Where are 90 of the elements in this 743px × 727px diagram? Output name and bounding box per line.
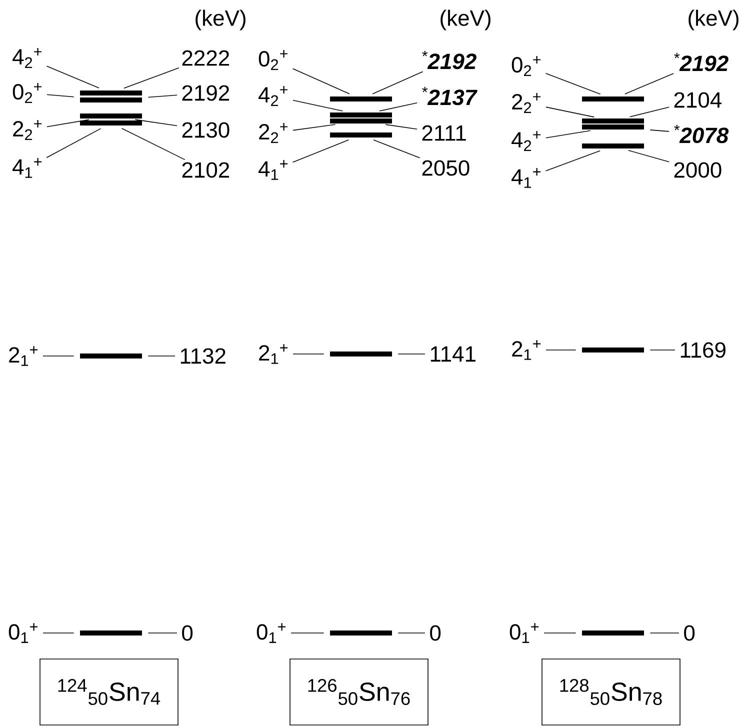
level-label: 4$_{2}$+ bbox=[512, 130, 541, 151]
level-label: 4$_{1}$+ bbox=[12, 158, 42, 178]
level-bar bbox=[330, 118, 392, 124]
level-label: 2102 bbox=[182, 162, 230, 178]
level-bar bbox=[582, 118, 644, 124]
leader-line bbox=[545, 73, 601, 95]
nuclide-box: 124$_{50}$Sn$_{74}$ bbox=[40, 658, 178, 726]
level-label: 2222 bbox=[182, 50, 230, 66]
level-label: 1141 bbox=[430, 346, 476, 362]
leader-line bbox=[148, 632, 178, 634]
level-label: $^{*}$2137 bbox=[422, 86, 478, 106]
leader-line bbox=[46, 128, 102, 158]
leader-line bbox=[42, 632, 74, 634]
level-label: 2104 bbox=[674, 92, 722, 108]
leader-line bbox=[292, 68, 350, 94]
level-label: 4$_{2}$+ bbox=[258, 86, 288, 106]
level-label: 2$_{1}$+ bbox=[259, 344, 288, 364]
level-label: 2192 bbox=[182, 85, 230, 101]
level-label: 2$_{1}$+ bbox=[9, 346, 38, 366]
level-label: 0 bbox=[430, 625, 441, 641]
level-label: 0 bbox=[684, 625, 695, 641]
unit-label: (keV) bbox=[440, 10, 490, 30]
leader-line bbox=[544, 632, 576, 634]
level-label: 2$_{1}$+ bbox=[512, 340, 541, 360]
level-bar bbox=[582, 124, 644, 130]
unit-label: (keV) bbox=[196, 10, 246, 30]
level-bar bbox=[80, 90, 142, 96]
level-label: 0$_{1}$+ bbox=[510, 623, 539, 643]
nuclide-box: 128$_{50}$Sn$_{78}$ bbox=[542, 658, 680, 726]
leader-line bbox=[46, 94, 74, 98]
leader-line bbox=[46, 119, 90, 128]
leader-line bbox=[624, 73, 674, 94]
level-label: 2$_{2}$+ bbox=[13, 120, 42, 140]
leader-line bbox=[628, 150, 670, 162]
level-label: 2130 bbox=[182, 122, 230, 138]
leader-line bbox=[290, 632, 324, 634]
leader-line bbox=[650, 632, 680, 634]
leader-line bbox=[545, 150, 600, 172]
leader-line bbox=[546, 130, 591, 138]
leader-line bbox=[372, 71, 424, 94]
leader-line bbox=[148, 94, 178, 98]
leader-line bbox=[292, 140, 350, 163]
leader-line bbox=[385, 124, 418, 130]
leader-line bbox=[124, 68, 180, 89]
leader-line bbox=[650, 130, 670, 132]
level-label: $^{*}$2078 bbox=[674, 124, 729, 144]
leader-line bbox=[546, 106, 595, 118]
level-bar bbox=[330, 630, 392, 636]
level-label: 0$_{2}$+ bbox=[12, 82, 42, 103]
level-bar bbox=[582, 630, 644, 636]
level-bar bbox=[582, 144, 644, 148]
level-label: $^{*}$2192 bbox=[674, 52, 728, 72]
leader-line bbox=[121, 128, 186, 160]
leader-line bbox=[629, 106, 670, 118]
level-bar bbox=[80, 120, 142, 126]
level-bar bbox=[330, 96, 392, 102]
level-label: 1132 bbox=[180, 348, 226, 364]
level-label: 4$_{1}$+ bbox=[512, 168, 541, 188]
leader-line bbox=[292, 124, 336, 131]
leader-line bbox=[378, 102, 418, 112]
level-label: 0 bbox=[182, 625, 193, 641]
level-bar bbox=[80, 630, 142, 636]
level-bar bbox=[582, 96, 644, 102]
level-label: 2000 bbox=[674, 162, 722, 178]
level-bar bbox=[80, 114, 142, 118]
leader-line bbox=[398, 632, 426, 634]
level-bar bbox=[80, 98, 142, 102]
unit-label: (keV) bbox=[688, 10, 738, 30]
level-label: 0$_{1}$+ bbox=[8, 623, 38, 643]
level-bar bbox=[330, 112, 392, 118]
level-label: 2$_{2}$+ bbox=[512, 92, 541, 113]
level-label: 2$_{2}$+ bbox=[259, 122, 288, 143]
level-label: 2111 bbox=[422, 125, 466, 141]
level-bar bbox=[330, 352, 392, 356]
level-label: 2050 bbox=[422, 160, 470, 176]
level-label: $^{*}$2192 bbox=[422, 50, 476, 70]
level-label: 4$_{2}$+ bbox=[12, 48, 42, 68]
nuclide-box: 126$_{50}$Sn$_{76}$ bbox=[290, 658, 428, 726]
level-label: 0$_{2}$+ bbox=[258, 50, 288, 70]
level-bar bbox=[80, 354, 142, 358]
leader-line bbox=[134, 119, 178, 126]
leader-line bbox=[46, 66, 100, 88]
leader-line bbox=[373, 139, 420, 158]
level-label: 4$_{1}$+ bbox=[258, 160, 288, 180]
level-label: 1169 bbox=[680, 342, 726, 358]
leader-line bbox=[292, 100, 344, 112]
level-label: 0$_{1}$+ bbox=[256, 623, 286, 643]
level-label: 0$_{2}$+ bbox=[512, 56, 541, 76]
level-bar bbox=[330, 132, 392, 138]
level-bar bbox=[582, 348, 644, 352]
